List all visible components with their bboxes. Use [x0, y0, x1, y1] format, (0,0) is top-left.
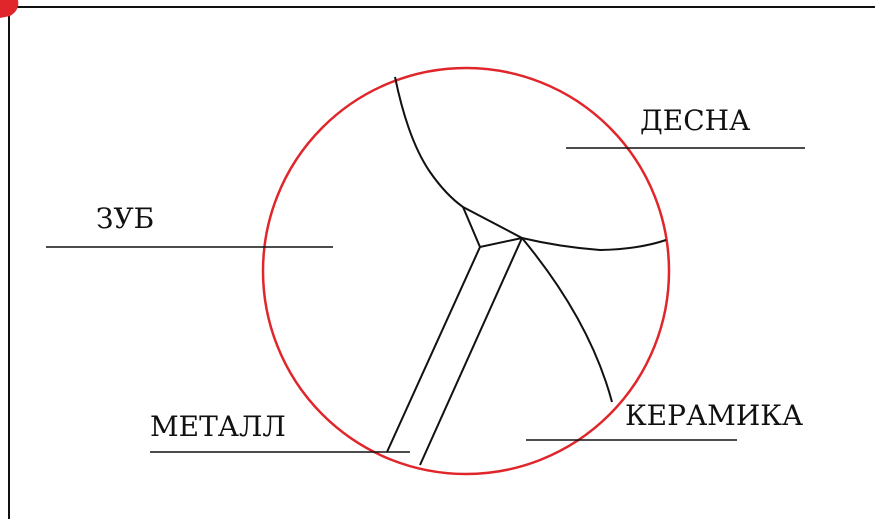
metal-strip-right-edge [420, 238, 522, 465]
ceramic-boundary-line [522, 238, 612, 402]
magnification-circle [263, 68, 669, 474]
tooth-label: ЗУБ [96, 202, 154, 235]
metal-label: МЕТАЛЛ [150, 410, 286, 443]
gum-label: ДЕСНА [640, 104, 750, 137]
crown-wedge-shape [463, 207, 522, 247]
corner-mark-icon [0, 0, 18, 18]
metal-strip-left-edge [387, 247, 480, 452]
ceramic-label: КЕРАМИКА [625, 399, 803, 432]
gum-boundary-line [395, 77, 666, 250]
